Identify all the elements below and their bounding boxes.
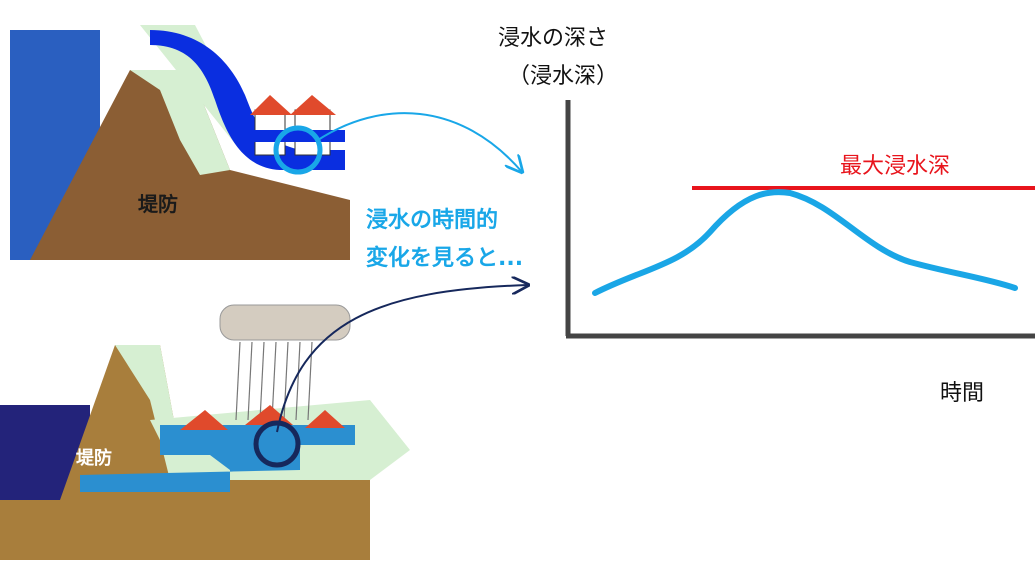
houses-bottom bbox=[180, 405, 345, 430]
y-axis-label: 浸水の深さ bbox=[498, 26, 609, 51]
arrow-bottom-to-graph bbox=[276, 285, 528, 433]
house-roof bbox=[180, 410, 228, 430]
annotation-line-1: 浸水の時間的 bbox=[366, 208, 499, 233]
bottom-illustration bbox=[0, 304, 410, 560]
houses-top bbox=[245, 95, 345, 156]
overflow-water bbox=[150, 30, 345, 170]
annotation-line-2: 変化を見ると... bbox=[366, 246, 524, 271]
house-roof bbox=[250, 95, 292, 115]
y-axis-sublabel: （浸水深） bbox=[508, 64, 619, 89]
inland-flood-water bbox=[80, 425, 355, 492]
levee-top bbox=[30, 70, 350, 260]
x-axis-label: 時間 bbox=[940, 381, 985, 406]
highlight-circle-bottom bbox=[253, 420, 301, 468]
house-roof bbox=[305, 410, 345, 428]
arrow-top-to-graph bbox=[317, 112, 522, 172]
levee-side-light bbox=[130, 70, 230, 175]
house-roof bbox=[290, 95, 336, 115]
depth-curve bbox=[592, 189, 1018, 296]
house-roof bbox=[245, 405, 293, 425]
levee-label-bottom: 堤防 bbox=[76, 448, 112, 469]
max-depth-label: 最大浸水深 bbox=[840, 154, 951, 179]
inundation-graph bbox=[565, 100, 1035, 339]
highlight-circle-top bbox=[273, 125, 323, 175]
top-illustration bbox=[10, 25, 350, 260]
levee-label-top: 堤防 bbox=[138, 192, 178, 216]
